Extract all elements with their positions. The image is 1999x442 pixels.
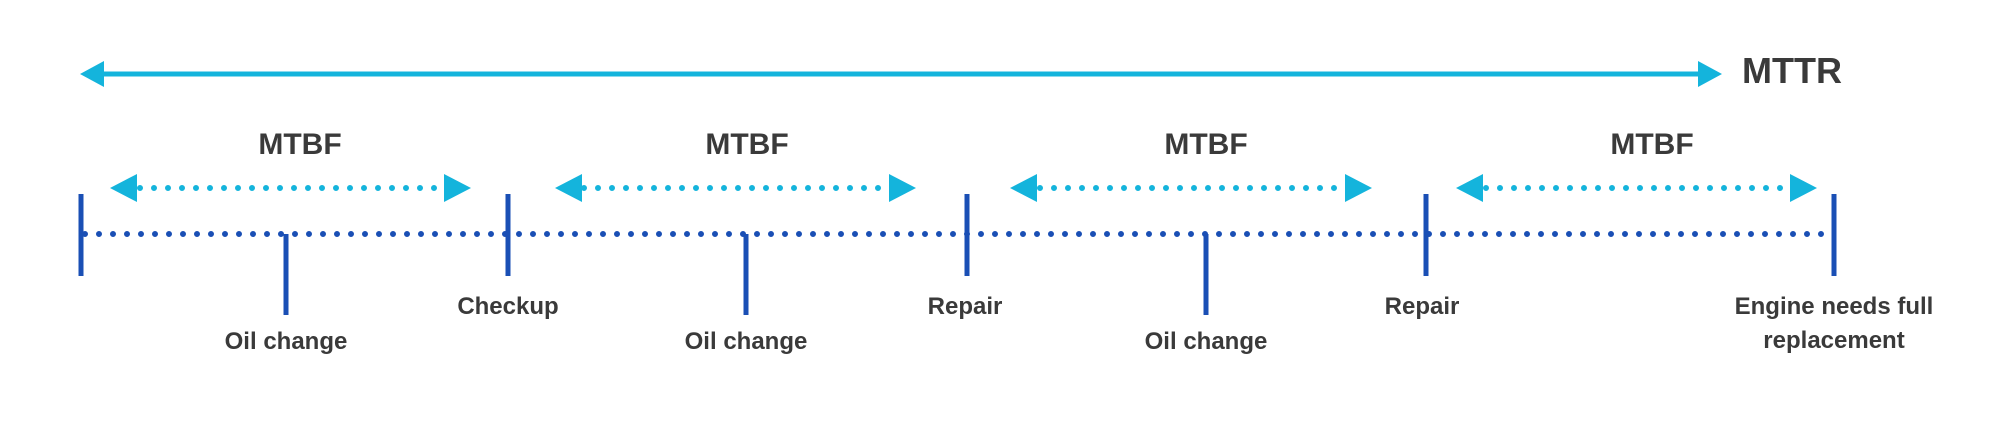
event-label-engine-replacement: Engine needs full replacement [1734,293,1934,354]
mtbf-interval-arrow-2 [555,174,916,202]
mtbf-interval-arrow-4 [1456,174,1817,202]
mttr-span-arrow [80,61,1722,87]
mtbf-label-2: MTBF [705,128,789,161]
mtbf-interval-arrow-1 [110,174,471,202]
event-label-repair-1: Repair [927,293,1003,320]
event-label-checkup: Checkup [457,293,559,320]
mtbf-label-4: MTBF [1610,128,1694,161]
mttr-label: MTTR [1742,50,1842,91]
event-label-repair-2: Repair [1384,293,1460,320]
mtbf-label-3: MTBF [1164,128,1248,161]
midpoint-label-oil-change-1: Oil change [224,328,348,355]
mtbf-label-1: MTBF [258,128,342,161]
midpoint-label-oil-change-3: Oil change [1144,328,1268,355]
mtbf-interval-arrow-3 [1010,174,1372,202]
midpoint-label-oil-change-2: Oil change [684,328,808,355]
